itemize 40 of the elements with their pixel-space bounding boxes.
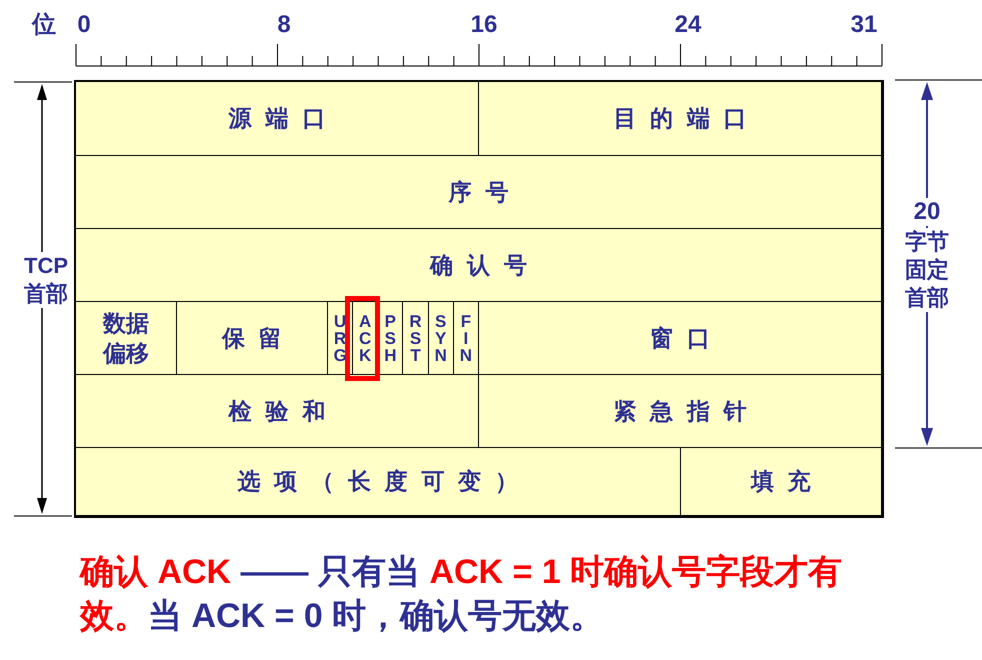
header-field [176,302,328,375]
field-label: 序号 [447,178,522,207]
bit-number: 8 [277,10,291,40]
field-label: 紧急指针 [612,396,760,426]
header-field [76,302,177,375]
field-label: 源端口 [227,104,340,134]
header-field [479,82,882,156]
bit-number: 0 [77,10,91,40]
field-label: 填充 [749,467,824,496]
side-label: 字节固定首部 [904,228,950,312]
field-label: 目的端口 [612,104,760,134]
bit-number: 24 [674,10,702,40]
header-field [680,448,882,516]
field-label: 选项（长度可变） [236,467,532,496]
field-label: 检验和 [227,396,340,426]
header-field [76,82,479,156]
bit-number: 位 [32,10,56,40]
header-field [403,302,429,375]
field-label: PSH [384,312,397,364]
bit-number: 16 [470,10,498,40]
field-label: FIN [460,312,472,364]
header-field [479,302,882,375]
header-field [76,375,479,448]
field-label: 保留 [220,324,296,353]
field-label: ACK [358,312,372,364]
field-label: 数据偏移 [102,309,150,368]
field-label: 确认号 [428,250,541,280]
field-label: RST [409,312,422,364]
caption: 确认 ACK —— 只有当 ACK = 1 时确认号字段才有效。当 ACK = 0 时，确认号无效。 [80,552,844,637]
field-label: 窗口 [649,324,724,353]
header-field [76,229,882,302]
header-field [428,302,454,375]
header-field [378,302,404,375]
header-field [328,302,354,375]
header-field [76,156,882,229]
bit-number: 31 [850,10,878,40]
field-label: SYN [434,312,448,364]
header-field [454,302,479,375]
header-field [76,448,680,516]
header-field [479,375,882,448]
